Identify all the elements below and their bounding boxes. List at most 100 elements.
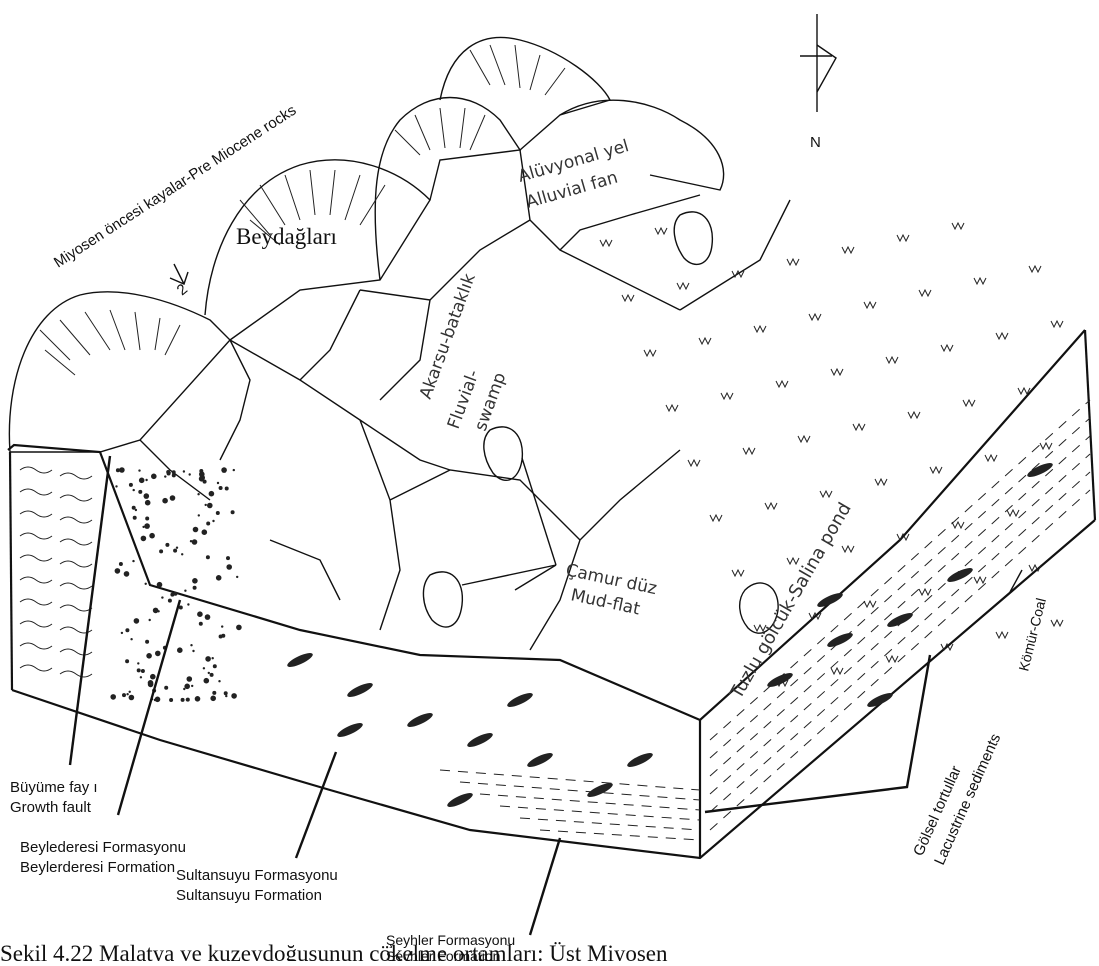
conglomerate-texture — [226, 564, 232, 570]
coal-label: Kömür-Coal — [1015, 596, 1049, 672]
leader-lines — [70, 456, 1022, 935]
marsh-symbol-icon — [908, 412, 920, 418]
conglomerate-texture — [149, 619, 151, 621]
conglomerate-texture — [164, 475, 166, 477]
marsh-symbol-icon — [655, 228, 667, 234]
conglomerate-texture — [204, 678, 210, 684]
conglomerate-texture — [184, 590, 186, 592]
marsh-symbol-icon — [875, 479, 887, 485]
conglomerate-texture — [146, 653, 152, 659]
conglomerate-texture — [212, 520, 214, 522]
marsh-symbol-icon — [842, 247, 854, 253]
conglomerate-texture — [155, 651, 161, 657]
conglomerate-texture — [159, 549, 163, 553]
conglomerate-texture — [192, 650, 194, 652]
conglomerate-texture — [225, 695, 227, 697]
marsh-symbol-icon — [787, 259, 799, 265]
conglomerate-texture — [172, 470, 176, 474]
conglomerate-texture — [151, 474, 157, 480]
marsh-symbol-icon — [699, 338, 711, 344]
marsh-symbol-icon — [677, 283, 689, 289]
conglomerate-texture — [181, 698, 185, 702]
conglomerate-texture — [233, 469, 235, 471]
marsh-symbol-icon — [941, 345, 953, 351]
conglomerate-texture — [144, 493, 150, 499]
coal-lens-texture — [866, 690, 895, 709]
conglomerate-texture — [170, 495, 176, 501]
conglomerate-texture — [125, 628, 129, 632]
conglomerate-texture — [205, 614, 211, 620]
conglomerate-texture — [138, 490, 142, 494]
shale-texture — [20, 599, 92, 611]
marsh-symbol-icon — [1040, 443, 1052, 449]
beylederesi-tr-label: Beylederesi Formasyonu — [20, 839, 186, 856]
beydaglari-label: Beydağları — [236, 224, 337, 249]
conglomerate-texture — [236, 625, 242, 631]
conglomerate-texture — [137, 668, 141, 672]
coal-lens-texture — [1026, 460, 1055, 479]
marsh-symbol-icon — [842, 546, 854, 552]
marsh-symbol-icon — [831, 369, 843, 375]
shale-texture — [20, 467, 92, 479]
marsh-symbol-icon — [886, 656, 898, 662]
conglomerate-texture — [195, 696, 201, 702]
conglomerate-texture — [191, 685, 193, 687]
conglomerate-texture — [218, 680, 220, 682]
marsh-symbol-icon — [897, 235, 909, 241]
marsh-symbol-icon — [974, 278, 986, 284]
front-face-fill — [20, 400, 1090, 840]
marsh-symbol-icon — [919, 589, 931, 595]
marsh-symbol-icon — [809, 314, 821, 320]
conglomerate-texture — [216, 575, 222, 581]
marsh-symbol-icon — [963, 400, 975, 406]
conglomerate-texture — [150, 674, 156, 680]
north-arrow-icon — [800, 14, 836, 112]
conglomerate-texture — [192, 539, 198, 545]
marsh-symbol-icon — [974, 577, 986, 583]
marsh-symbol-icon — [831, 668, 843, 674]
mountains — [9, 38, 723, 453]
coal-lens-texture — [406, 710, 435, 729]
marsh-symbol-icon — [996, 333, 1008, 339]
conglomerate-texture — [119, 562, 123, 566]
conglomerate-texture — [210, 696, 216, 702]
marsh-symbol-icon — [952, 522, 964, 528]
conglomerate-texture — [193, 527, 199, 533]
coal-lens-texture — [526, 750, 555, 769]
conglomerate-texture — [221, 634, 225, 638]
conglomerate-texture — [187, 676, 193, 682]
marsh-symbol-icon — [798, 436, 810, 442]
conglomerate-texture — [224, 691, 228, 695]
conglomerate-texture — [138, 469, 140, 471]
conglomerate-texture — [153, 608, 159, 614]
marsh-symbol-icon — [864, 302, 876, 308]
sultansuyu-tr-label: Sultansuyu Formasyonu — [176, 867, 338, 884]
shale-texture — [20, 511, 92, 523]
marsh-symbol-icon — [1051, 321, 1063, 327]
conglomerate-texture — [149, 533, 155, 539]
conglomerate-texture — [197, 493, 199, 495]
marsh-symbol-icon — [600, 240, 612, 246]
conglomerate-texture — [130, 638, 132, 640]
conglomerate-texture — [157, 582, 163, 588]
marsh-symbols — [600, 223, 1063, 686]
bedding-texture — [520, 818, 700, 830]
conglomerate-texture — [199, 622, 203, 626]
marsh-symbol-icon — [787, 558, 799, 564]
conglomerate-texture — [217, 482, 219, 484]
conglomerate-texture — [197, 611, 203, 617]
conglomerate-texture — [212, 691, 216, 695]
conglomerate-texture — [187, 603, 189, 605]
conglomerate-texture — [135, 509, 137, 511]
conglomerate-texture — [144, 523, 150, 529]
conglomerate-texture — [183, 470, 185, 472]
conglomerate-texture — [231, 693, 237, 699]
conglomerate-texture — [176, 547, 178, 549]
conglomerate-texture — [139, 478, 145, 484]
growth-fault-en-label: Growth fault — [10, 799, 92, 816]
conglomerate-texture — [129, 691, 131, 693]
conglomerate-texture — [162, 498, 168, 504]
coal-lens-texture — [346, 680, 375, 699]
conglomerate-texture — [190, 644, 192, 646]
